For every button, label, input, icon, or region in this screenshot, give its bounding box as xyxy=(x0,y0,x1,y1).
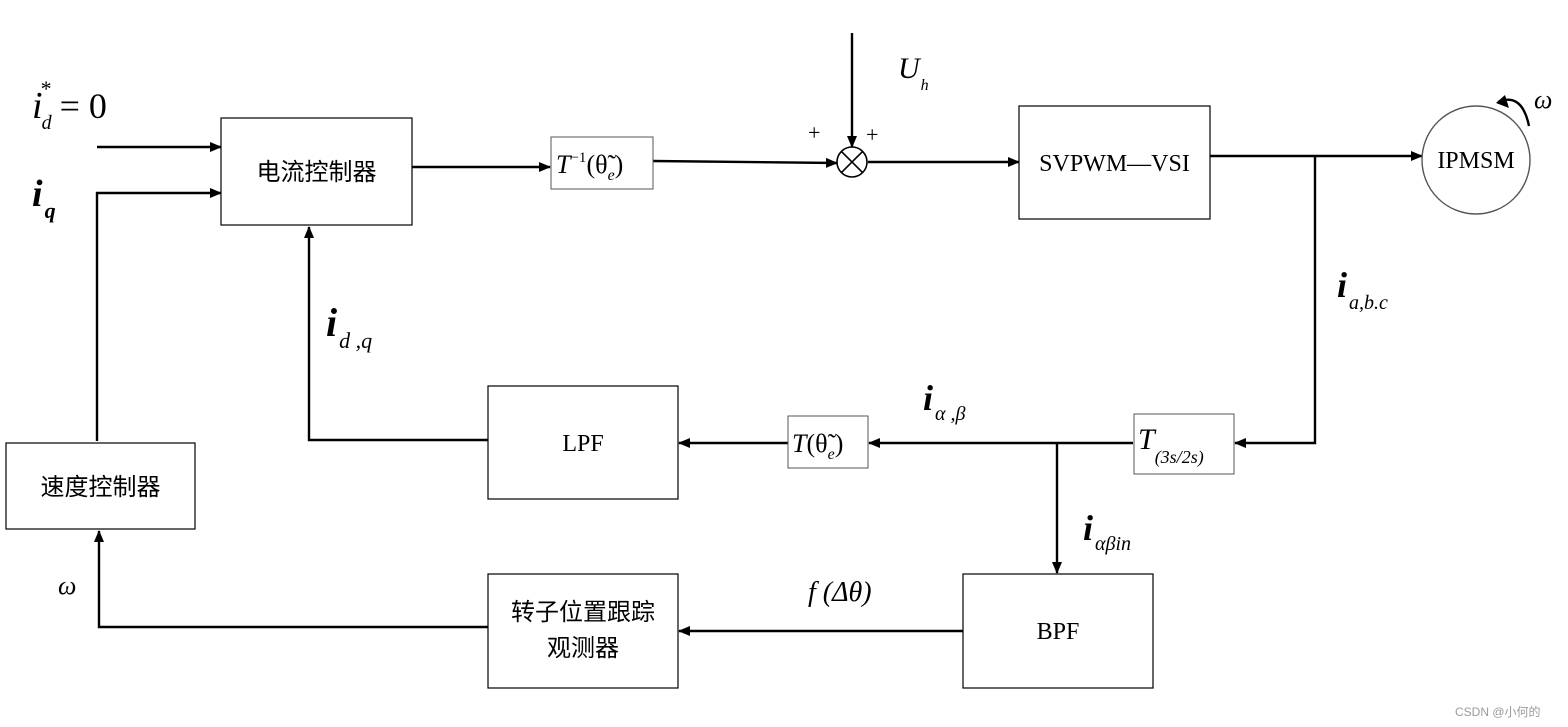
clarke-block: T(3s/2s) xyxy=(1133,413,1235,475)
current-controller-label: 电流控制器 xyxy=(257,158,377,186)
inverse-park-block: T−1(θ̃e) xyxy=(550,136,654,190)
signal-wires xyxy=(94,33,1423,636)
park-block: T(θ̃e) xyxy=(787,415,869,469)
plus-right-sign: + xyxy=(866,122,878,147)
observer-label-line2: 观测器 xyxy=(547,634,619,662)
summing-junction xyxy=(836,146,868,178)
bpf-block: BPF xyxy=(962,573,1154,689)
speed-controller-label: 速度控制器 xyxy=(41,473,161,501)
wire-iq xyxy=(95,188,222,441)
uh-label: Uh xyxy=(898,52,929,94)
watermark: CSDN @小何的 xyxy=(1455,704,1541,719)
omega-feedback-label: ω xyxy=(58,571,76,600)
bpf-label: BPF xyxy=(1037,619,1080,645)
current-controller-block: 电流控制器 xyxy=(220,117,413,226)
motor-label: IPMSM xyxy=(1437,148,1514,174)
idq-label: id ,q xyxy=(326,300,372,353)
svpwm-vsi-block: SVPWM—VSI xyxy=(1018,105,1211,220)
wire-iabc xyxy=(1234,156,1317,448)
lpf-block: LPF xyxy=(487,385,679,500)
id-ref-label: i*d= 0 xyxy=(32,76,107,134)
observer-label-line1: 转子位置跟踪 xyxy=(511,598,655,626)
plus-left-sign: + xyxy=(808,120,820,145)
svpwm-vsi-label: SVPWM—VSI xyxy=(1039,151,1190,177)
wire-idq-feedback xyxy=(304,226,488,442)
motor-ipmsm: IPMSM ω xyxy=(1421,85,1552,215)
speed-controller-block: 速度控制器 xyxy=(5,442,196,530)
iq-label: iq xyxy=(32,173,56,223)
position-observer-block: 转子位置跟踪 观测器 xyxy=(487,573,679,689)
wire-to-sum xyxy=(652,157,838,168)
rotation-arrowhead-icon xyxy=(1496,95,1509,108)
wire-omega-feedback xyxy=(94,530,488,629)
clarke-label: T(3s/2s) xyxy=(1138,423,1204,468)
park-label: T(θ̃e) xyxy=(792,429,843,463)
motor-omega-label: ω xyxy=(1534,85,1552,114)
lpf-label: LPF xyxy=(562,431,603,457)
f-delta-theta-label: f (Δθ) xyxy=(808,577,872,608)
